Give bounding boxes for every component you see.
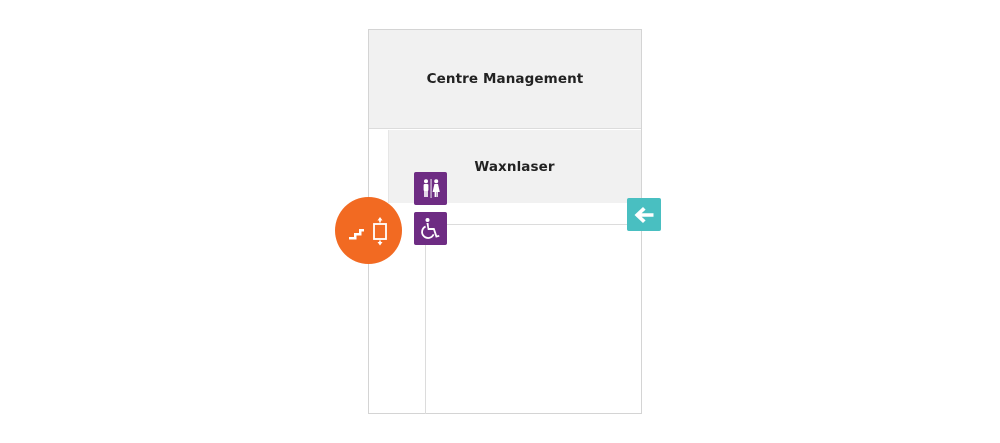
stairs-lift-icon [347, 216, 391, 246]
toilets-marker[interactable] [414, 172, 447, 205]
corridor-wall [425, 225, 426, 414]
corridor-line [426, 224, 641, 225]
toilets-icon [420, 178, 442, 200]
exit-marker[interactable] [627, 198, 661, 231]
lift-stairs-marker[interactable] [335, 197, 402, 264]
accessible-toilet-marker[interactable] [414, 212, 447, 245]
wheelchair-icon [419, 217, 443, 241]
room-centre-management[interactable]: Centre Management [369, 30, 641, 129]
arrow-left-icon [633, 206, 655, 224]
wall-divider [388, 130, 389, 203]
room-label-waxnlaser: Waxnlaser [474, 158, 555, 175]
room-label-centre-management: Centre Management [426, 71, 584, 87]
